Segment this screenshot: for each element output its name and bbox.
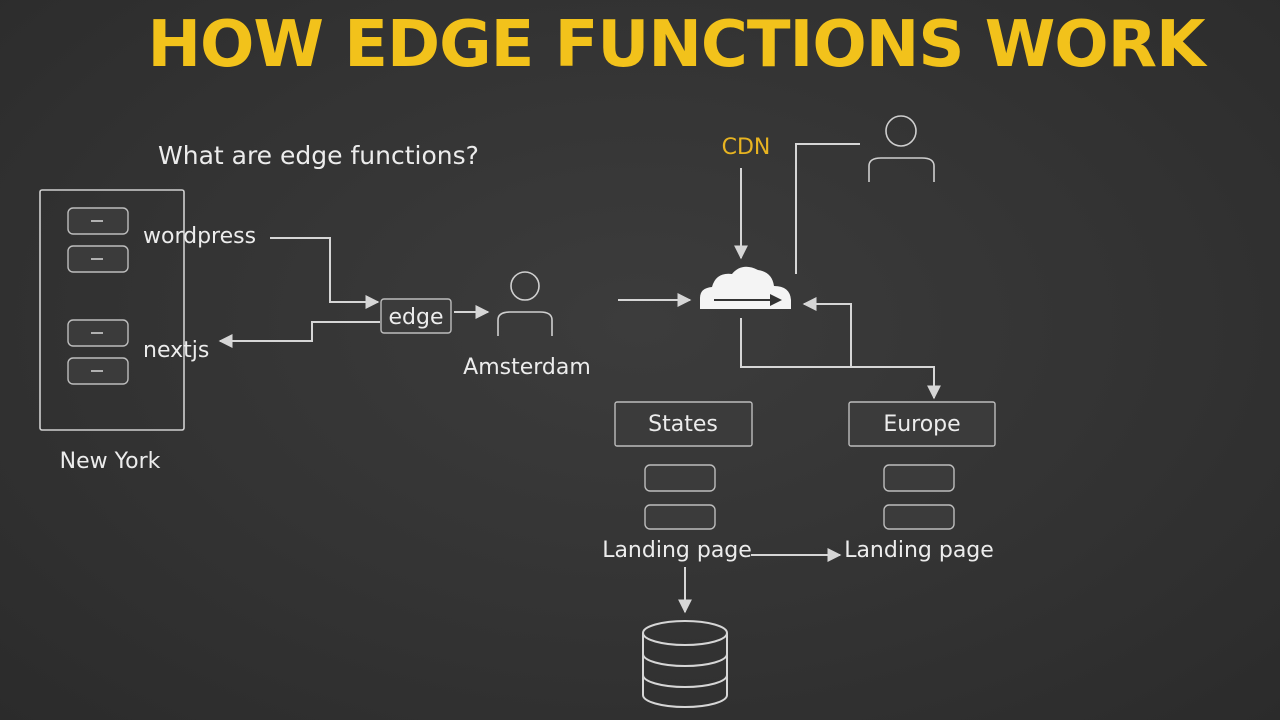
europe-server-icon — [883, 464, 955, 530]
states-server-icon — [644, 464, 716, 530]
cloud-icon — [700, 266, 791, 309]
user-icon — [868, 115, 935, 182]
europe-to-cdn-arrow — [802, 297, 852, 367]
states-label: States — [648, 412, 718, 437]
europe-node: Europe — [848, 401, 996, 447]
subtitle: What are edge functions? — [158, 141, 479, 170]
landing-page-states-label: Landing page — [602, 538, 752, 563]
server-slot — [67, 357, 129, 385]
edge-node: edge — [380, 298, 452, 334]
nextjs-label: nextjs — [143, 338, 209, 363]
amsterdam-label: Amsterdam — [463, 355, 591, 380]
server-slot — [67, 319, 129, 347]
cdn-label: CDN — [722, 135, 771, 160]
edge-label: edge — [389, 305, 444, 330]
states-node: States — [614, 401, 753, 447]
cdn-to-user-line — [795, 143, 860, 274]
wordpress-to-edge-arrow — [270, 237, 380, 309]
server-slot — [67, 207, 129, 235]
wordpress-label: wordpress — [143, 224, 256, 249]
landing-page-europe-label: Landing page — [844, 538, 994, 563]
server-rack-icon — [39, 189, 185, 431]
user-icon — [497, 271, 553, 336]
cdn-to-europe-arrow — [740, 318, 941, 400]
edge-to-nextjs-arrow — [218, 321, 380, 348]
server-slot — [67, 245, 129, 273]
database-icon — [642, 620, 728, 708]
new-york-label: New York — [60, 449, 161, 474]
europe-label: Europe — [883, 412, 960, 437]
page-title: HOW EDGE FUNCTIONS WORK — [147, 8, 1208, 82]
